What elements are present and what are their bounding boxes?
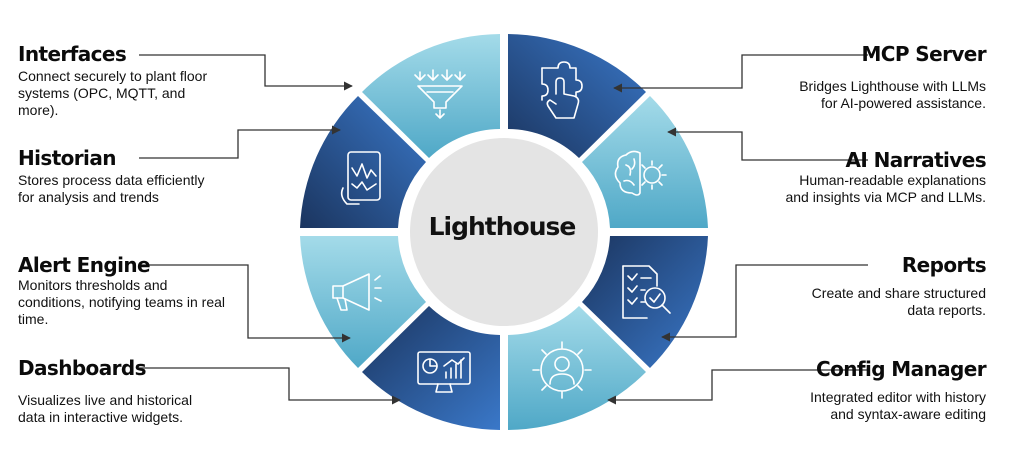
segment-historian — [300, 96, 426, 228]
dashboards-desc: Visualizes live and historical data in i… — [18, 392, 193, 425]
connector-config-manager — [607, 369, 868, 405]
label-reports: Reports Create and share structured data… — [716, 253, 987, 319]
label-historian: Historian Stores process data efficientl… — [18, 146, 288, 206]
dashboards-title: Dashboards — [18, 356, 146, 380]
tablet-chart-icon — [340, 151, 381, 205]
connector-mcp-server — [613, 54, 868, 93]
interfaces-title: Interfaces — [18, 42, 127, 66]
segment-alert-engine — [300, 236, 426, 368]
puzzle-hand-icon — [541, 61, 583, 119]
connector-alert-engine — [139, 264, 351, 343]
segment-interfaces — [362, 34, 500, 158]
segment-ai-narratives — [582, 96, 708, 228]
historian-desc: Stores process data efficiently for anal… — [18, 172, 205, 205]
segment-mcp-server — [508, 34, 646, 158]
mcp-server-desc: Bridges Lighthouse with LLMs for AI-powe… — [799, 78, 986, 111]
megaphone-icon — [332, 273, 382, 311]
config-manager-title: Config Manager — [816, 357, 987, 381]
connector-interfaces — [139, 54, 353, 91]
center-title: Lighthouse — [428, 212, 577, 241]
connector-dashboards — [139, 367, 401, 405]
ai-narratives-desc: Human-readable explanations and insights… — [785, 172, 986, 205]
reports-desc: Create and share structured data reports… — [811, 285, 986, 318]
brain-gear-icon — [614, 150, 667, 196]
label-alert-engine: Alert Engine Monitors thresholds and con… — [18, 253, 288, 328]
historian-title: Historian — [18, 146, 116, 170]
funnel-icon — [414, 69, 466, 119]
connector-historian — [139, 125, 341, 159]
config-manager-desc: Integrated editor with history and synta… — [810, 389, 986, 422]
connector-ai-narratives — [667, 127, 868, 161]
label-config-manager: Config Manager Integrated editor with hi… — [716, 357, 986, 423]
alert-engine-title: Alert Engine — [18, 253, 151, 277]
alert-engine-desc: Monitors thresholds and conditions, noti… — [18, 277, 225, 327]
reports-title: Reports — [901, 253, 987, 277]
mcp-server-title: MCP Server — [861, 42, 987, 66]
ai-narratives-title: AI Narratives — [845, 148, 987, 172]
person-gear-icon — [532, 341, 592, 399]
label-mcp-server: MCP Server Bridges Lighthouse with LLMs … — [716, 42, 986, 112]
interfaces-desc: Connect securely to plant floor systems … — [18, 68, 208, 118]
center-circle — [410, 138, 598, 326]
connector-reports — [661, 264, 868, 342]
label-dashboards: Dashboards Visualizes live and historica… — [18, 356, 288, 426]
label-interfaces: Interfaces Connect securely to plant flo… — [18, 42, 288, 119]
report-magnifier-icon — [622, 265, 671, 319]
label-ai-narratives: AI Narratives Human-readable explanation… — [716, 148, 986, 206]
monitor-chart-icon — [417, 351, 471, 393]
